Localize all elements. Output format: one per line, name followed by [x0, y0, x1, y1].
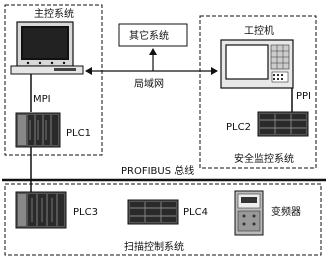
plc3-label: PLC3 — [73, 207, 98, 218]
plc3-device — [15, 191, 67, 229]
profibus-bus-label: PROFIBUS 总线 — [121, 164, 194, 177]
other-system-label: 其它系统 — [129, 29, 169, 42]
lan-label: 局域网 — [134, 77, 164, 90]
plc4-label: PLC4 — [183, 207, 208, 218]
plc4-device — [127, 199, 179, 225]
plc1-device — [15, 112, 61, 148]
safety-monitoring-system-label: 安全监控系统 — [234, 152, 294, 165]
inverter-device — [234, 190, 264, 236]
safety-monitoring-system-box — [199, 15, 317, 169]
plc2-device — [257, 111, 309, 137]
industrial-pc-label: 工控机 — [244, 24, 274, 37]
main-computer-keyboard — [10, 65, 84, 75]
main-control-system-box — [4, 4, 103, 156]
industrial-pc — [220, 39, 294, 89]
plc2-label: PLC2 — [226, 122, 251, 133]
other-system-box — [118, 23, 188, 47]
scan-control-system-box — [4, 183, 322, 256]
inverter-label: 变频器 — [271, 205, 301, 218]
ppi-label: PPI — [296, 91, 311, 102]
main-computer-monitor — [16, 21, 74, 67]
scan-control-system-label: 扫描控制系统 — [124, 240, 184, 253]
main-control-system-label: 主控系统 — [34, 7, 74, 20]
mpi-label: MPI — [33, 94, 51, 105]
plc1-label: PLC1 — [66, 128, 91, 139]
